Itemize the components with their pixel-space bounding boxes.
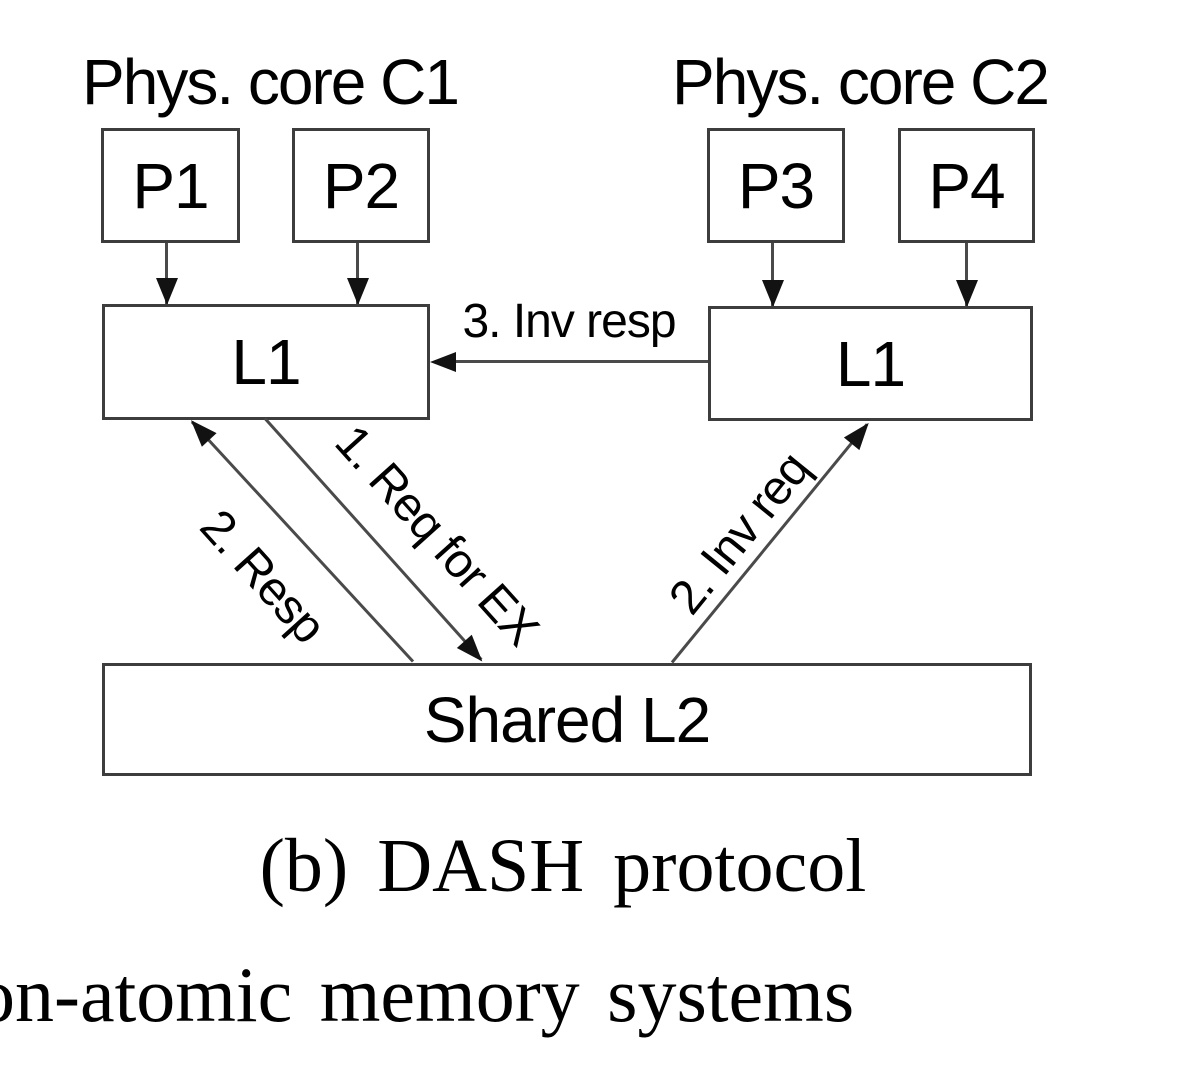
box-p3: P3 (707, 128, 845, 243)
box-p1-label: P1 (132, 149, 209, 222)
label-inv-req: 2. Inv req (659, 443, 821, 625)
label-inv-resp: 3. Inv resp (462, 295, 676, 348)
arrow-inv-resp (430, 351, 708, 372)
figure-caption: (b) DASH protocol (259, 824, 867, 908)
arrow-p3-to-l1 (761, 243, 784, 307)
box-shared-l2-label: Shared L2 (423, 683, 711, 756)
arrowhead-down-icon (955, 280, 978, 307)
box-l1-core1-label: L1 (231, 326, 301, 398)
box-shared-l2: Shared L2 (102, 663, 1032, 776)
arrowhead-down-icon (155, 278, 178, 305)
box-l1-core2: L1 (708, 306, 1033, 421)
box-l1-core1: L1 (102, 304, 430, 420)
arrowhead-down-icon (761, 280, 784, 307)
arrow-p4-to-l1 (955, 243, 978, 307)
box-p2: P2 (292, 128, 430, 243)
box-p1: P1 (101, 128, 240, 243)
box-p2-label: P2 (322, 149, 400, 222)
box-p4-label: P4 (928, 149, 1005, 222)
core1-title: Phys. core C1 (82, 46, 460, 118)
arrow-p1-to-l1 (155, 243, 178, 305)
core2-title: Phys. core C2 (672, 46, 1050, 118)
arrowhead-icon (843, 416, 877, 450)
label-req-for-ex: 1. Req for EX (324, 415, 549, 656)
label-resp: 2. Resp (189, 500, 336, 654)
box-l1-core2-label: L1 (835, 327, 906, 400)
box-p3-label: P3 (737, 149, 815, 222)
box-p4: P4 (898, 128, 1035, 243)
arrow-p2-to-l1 (346, 243, 369, 305)
arrowhead-left-icon (430, 351, 456, 372)
arrowhead-down-icon (346, 278, 369, 305)
page-body-text: on-atomic memory systems (0, 951, 855, 1038)
